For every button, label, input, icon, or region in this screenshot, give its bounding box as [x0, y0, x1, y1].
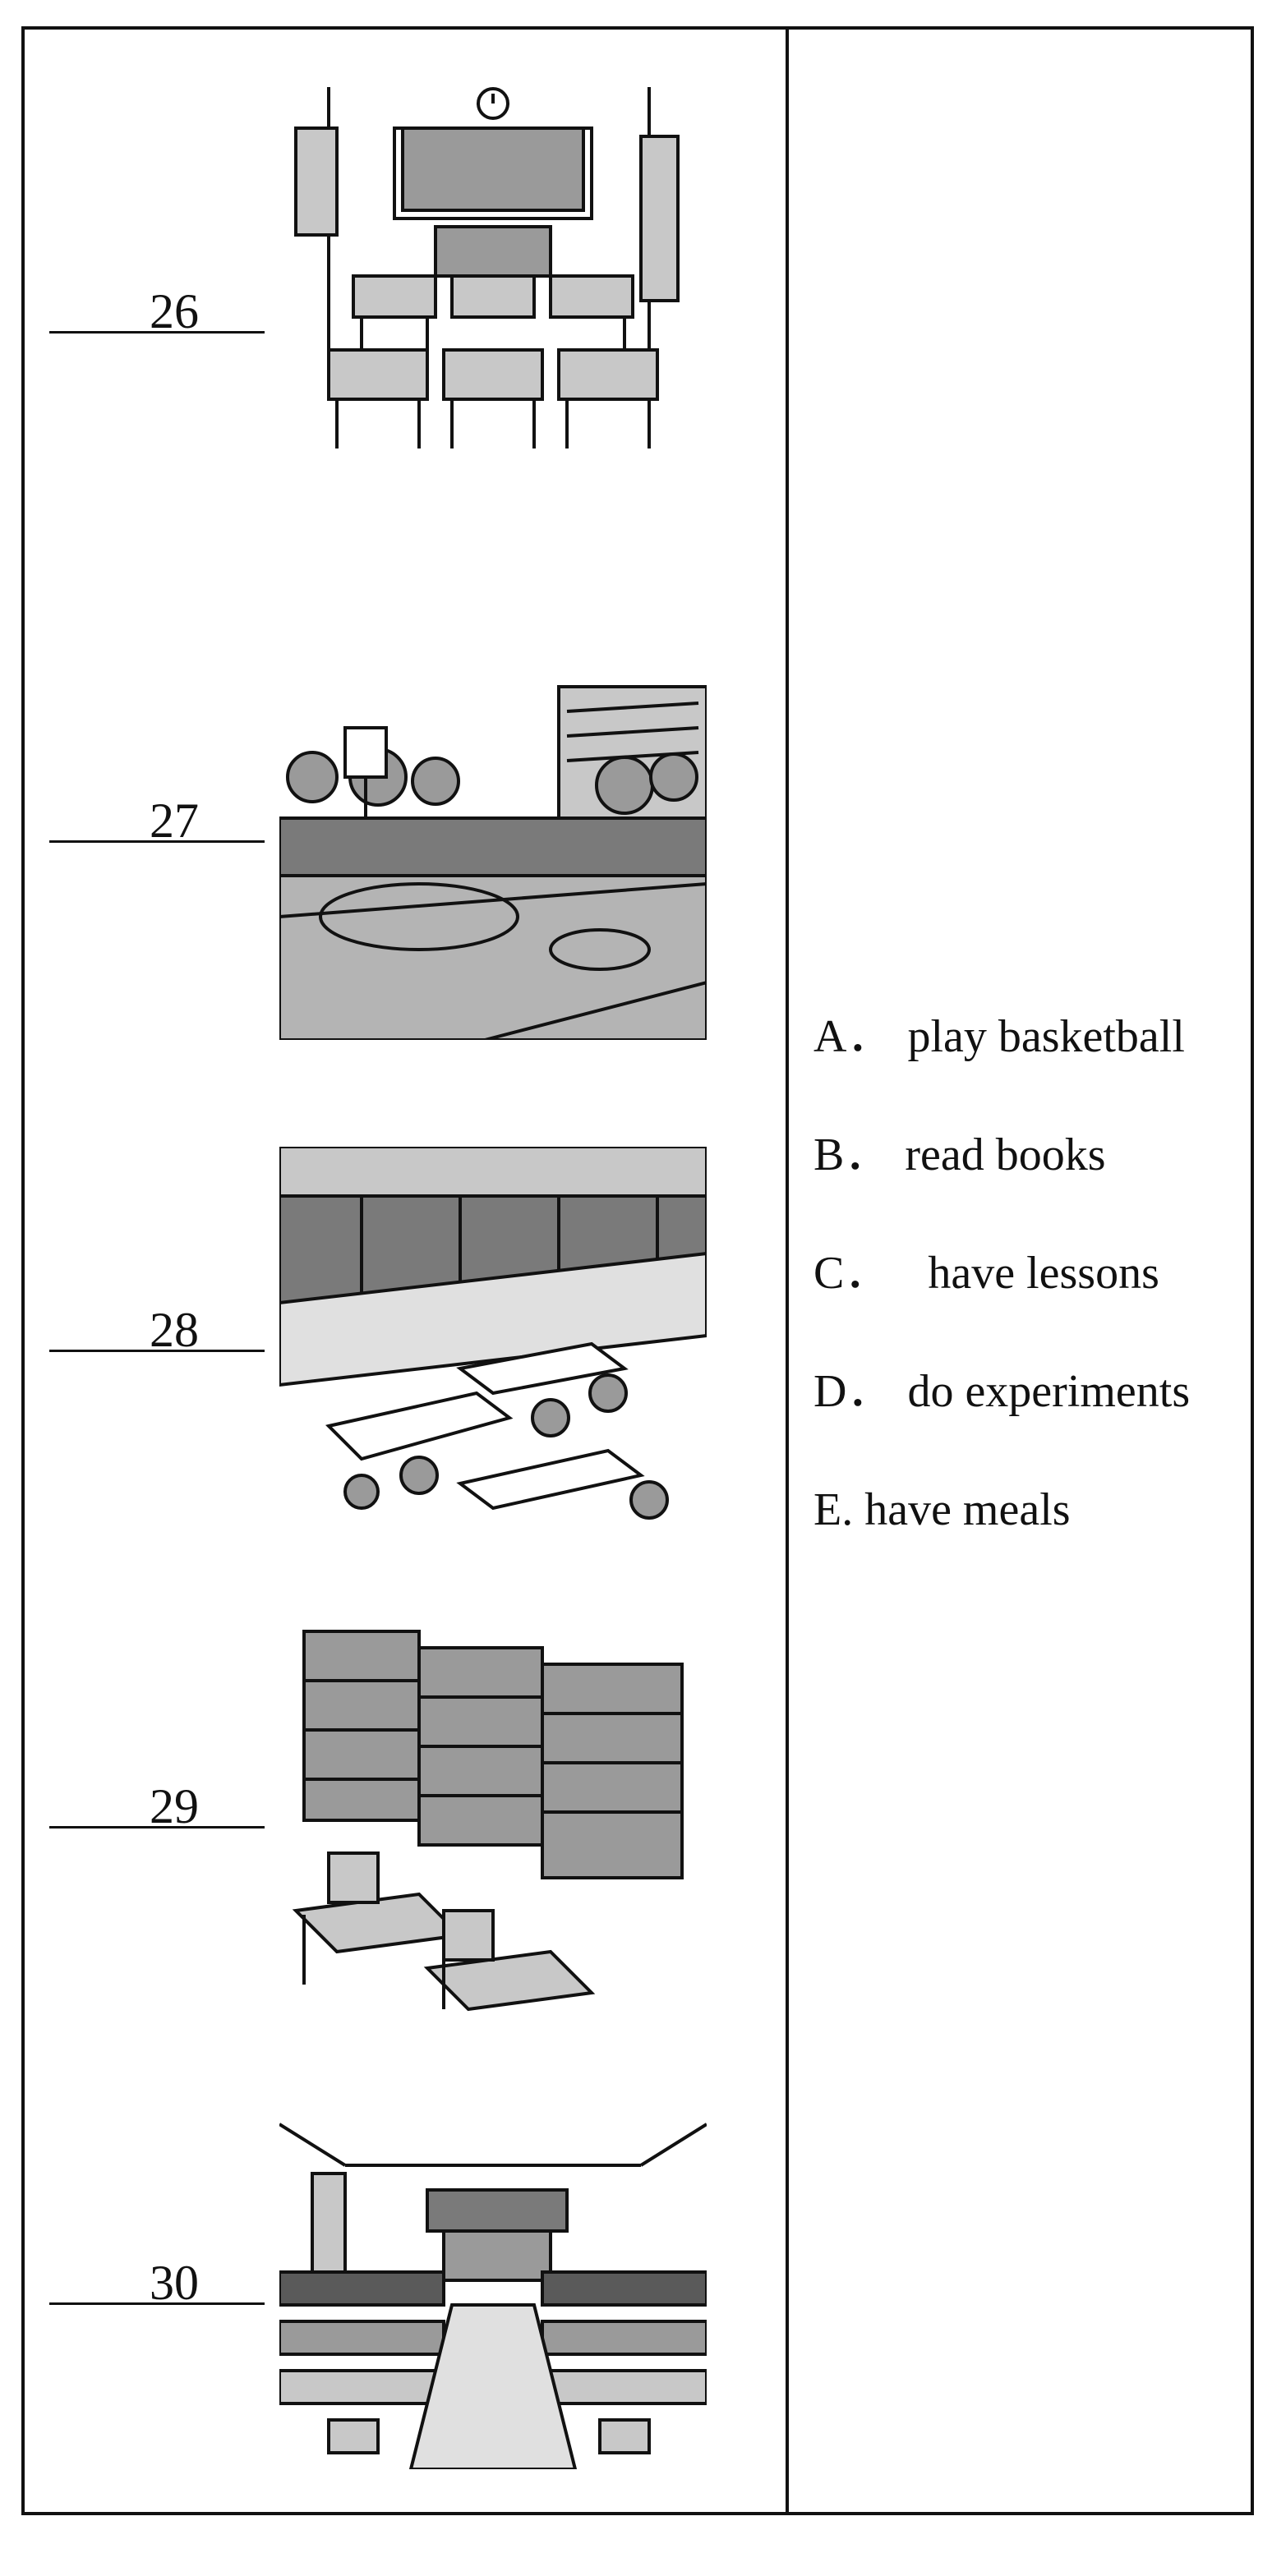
option-separator: . [841, 1484, 865, 1535]
option-separator: ． [844, 1248, 891, 1299]
option-separator: ． [846, 1366, 893, 1417]
dining-hall-picture [279, 1147, 707, 1520]
answer-blank-26[interactable]: 26 [49, 284, 265, 338]
question-27: 27 [25, 637, 782, 1097]
classroom-icon [279, 79, 707, 506]
option-e: E. have meals [813, 1480, 1257, 1539]
question-number: 30 [150, 2256, 199, 2310]
question-number: 26 [150, 284, 199, 338]
library-picture [292, 1630, 684, 2012]
option-separator: ． [844, 1129, 891, 1180]
answer-blank-29[interactable]: 29 [49, 1779, 265, 1833]
dining-hall-icon [279, 1147, 707, 1533]
answer-blank-27[interactable]: 27 [49, 794, 265, 848]
classroom-picture [294, 87, 680, 448]
question-26: 26 [25, 79, 782, 539]
laboratory-picture [279, 2123, 707, 2469]
library-icon [279, 1623, 707, 2017]
option-a: A． play basketball [813, 1007, 1257, 1066]
question-28: 28 [25, 1147, 782, 1607]
exercise-table: 26 [21, 26, 1254, 2515]
basketball-court-picture [279, 685, 707, 1040]
answer-blank-28[interactable]: 28 [49, 1303, 265, 1357]
question-29: 29 [25, 1623, 782, 2083]
question-number: 29 [150, 1779, 199, 1833]
laboratory-icon [279, 2116, 707, 2469]
option-c: C． have lessons [813, 1244, 1257, 1303]
option-letter: C [813, 1248, 845, 1299]
option-text: have meals [864, 1484, 1071, 1535]
option-separator: ． [846, 1011, 893, 1062]
option-d: D． do experiments [813, 1362, 1257, 1421]
option-letter: E [813, 1484, 842, 1535]
option-text: read books [905, 1129, 1106, 1180]
option-text: have lessons [905, 1248, 1159, 1299]
option-text: play basketball [907, 1011, 1185, 1062]
question-number: 28 [150, 1303, 199, 1357]
answer-options: A．play basketball B．read books C． have l… [813, 1007, 1257, 1598]
option-text: do experiments [907, 1366, 1191, 1417]
option-b: B． read books [813, 1125, 1257, 1184]
option-letter: B [813, 1129, 845, 1180]
option-letter: D [813, 1366, 847, 1417]
basketball-court-icon [279, 678, 707, 1040]
question-number: 27 [150, 794, 199, 848]
answer-blank-30[interactable]: 30 [49, 2256, 265, 2310]
question-30: 30 [25, 2116, 782, 2576]
option-letter: A [813, 1011, 847, 1062]
column-divider [786, 30, 789, 2512]
